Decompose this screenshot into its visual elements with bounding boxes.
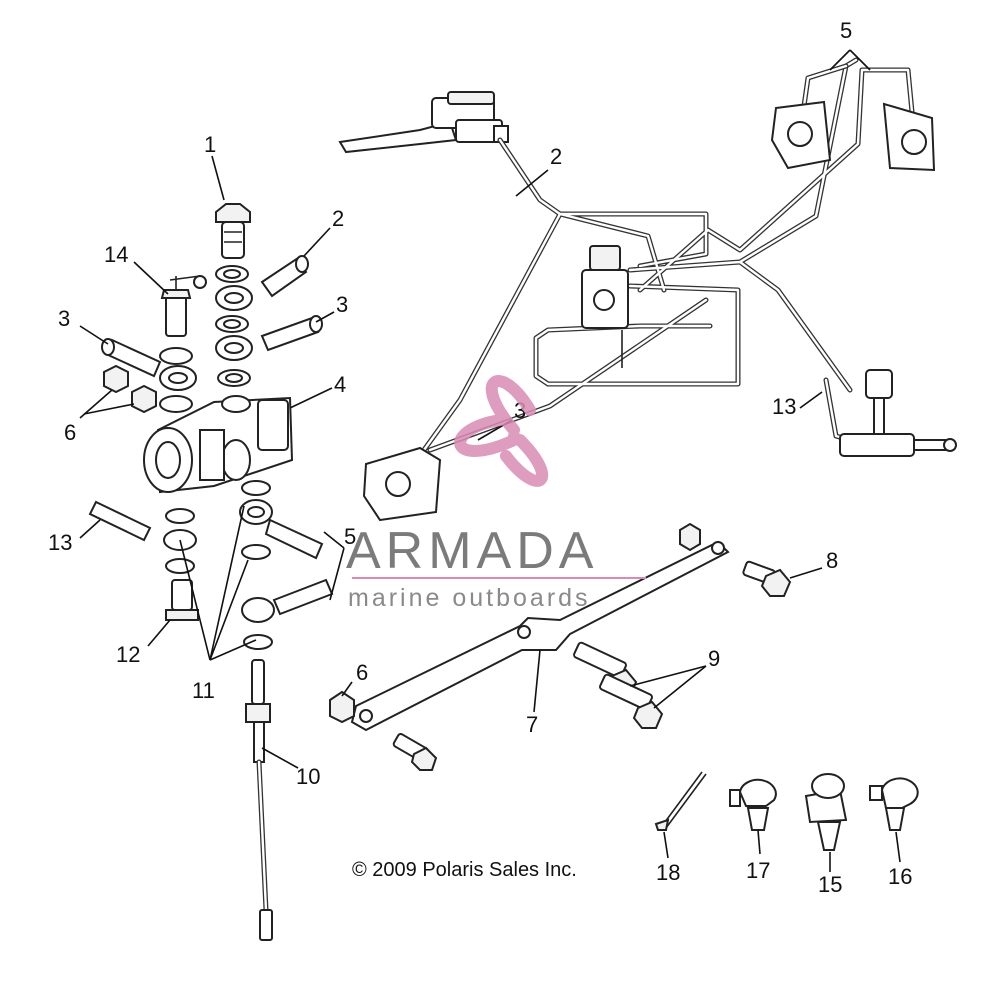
center-junction-assembly (581, 245, 629, 368)
bolts-9 (573, 641, 664, 729)
callout-9: 9 (708, 646, 720, 671)
rear-brake-caliper (362, 446, 442, 522)
brake-line-fitting-3-left (101, 338, 197, 413)
copyright-text: © 2009 Polaris Sales Inc. (352, 859, 577, 881)
callout-17: 17 (746, 858, 770, 883)
brake-lines-routing (421, 57, 915, 453)
junction-block (143, 395, 294, 494)
brake-line-fitting-5-lower (264, 518, 334, 616)
sealing-washers-lower (163, 480, 275, 650)
watermark-tagline: marine outboards (348, 584, 591, 612)
armada-logo-icon (454, 375, 549, 487)
callout-18: 18 (656, 860, 680, 885)
callout-3-left: 3 (58, 306, 70, 331)
mounting-bracket (350, 540, 730, 732)
callout-3: 3 (336, 292, 348, 317)
brake-line-fitting-13 (88, 500, 152, 542)
hand-brake-master-cylinder (338, 91, 509, 154)
clip-17 (729, 778, 777, 831)
callout-7: 7 (526, 712, 538, 737)
callout-15: 15 (818, 872, 842, 897)
callout-12: 12 (116, 642, 140, 667)
callout-2-top: 2 (550, 144, 562, 169)
junction-bolt (165, 579, 199, 621)
callout-13: 13 (48, 530, 72, 555)
armada-watermark: ARMADA marine outboards (346, 375, 646, 612)
brake-line-fitting-3-right (260, 315, 323, 352)
callout-11: 11 (192, 678, 215, 703)
callout-5-top: 5 (840, 18, 852, 43)
junction-block-assembly (88, 203, 334, 941)
callout-8: 8 (826, 548, 838, 573)
bolt-lower (392, 733, 438, 771)
callout-16: 16 (888, 864, 912, 889)
hex-nut-7-top (679, 522, 701, 552)
watermark-brand: ARMADA (346, 522, 598, 580)
clip-16 (869, 777, 919, 831)
hex-nuts-left (103, 364, 157, 414)
callout-1: 1 (204, 132, 216, 157)
callout-2: 2 (332, 206, 344, 231)
callout-6-right: 6 (356, 660, 368, 685)
callout-10: 10 (296, 764, 320, 789)
callout-6: 6 (64, 420, 76, 445)
callout-5-left: 5 (344, 524, 356, 549)
bolt-8 (742, 560, 792, 597)
brake-hose (245, 659, 273, 941)
brake-line-fitting-2 (260, 255, 309, 298)
callout-4: 4 (334, 372, 346, 397)
sealing-washers-upper (215, 265, 253, 387)
banjo-bolt (215, 203, 251, 259)
callout-14: 14 (104, 242, 128, 267)
hex-nut-6 (329, 690, 355, 724)
pressure-switch (160, 275, 207, 337)
rear-master-cylinder (839, 369, 957, 457)
callout-13-right: 13 (772, 394, 796, 419)
cable-tie (654, 771, 707, 831)
clip-15 (804, 773, 848, 851)
front-brake-calipers (770, 100, 936, 172)
callout-labels: 1 2 3 14 3 6 4 13 12 11 10 2 3 5 5 13 6 … (48, 18, 912, 897)
